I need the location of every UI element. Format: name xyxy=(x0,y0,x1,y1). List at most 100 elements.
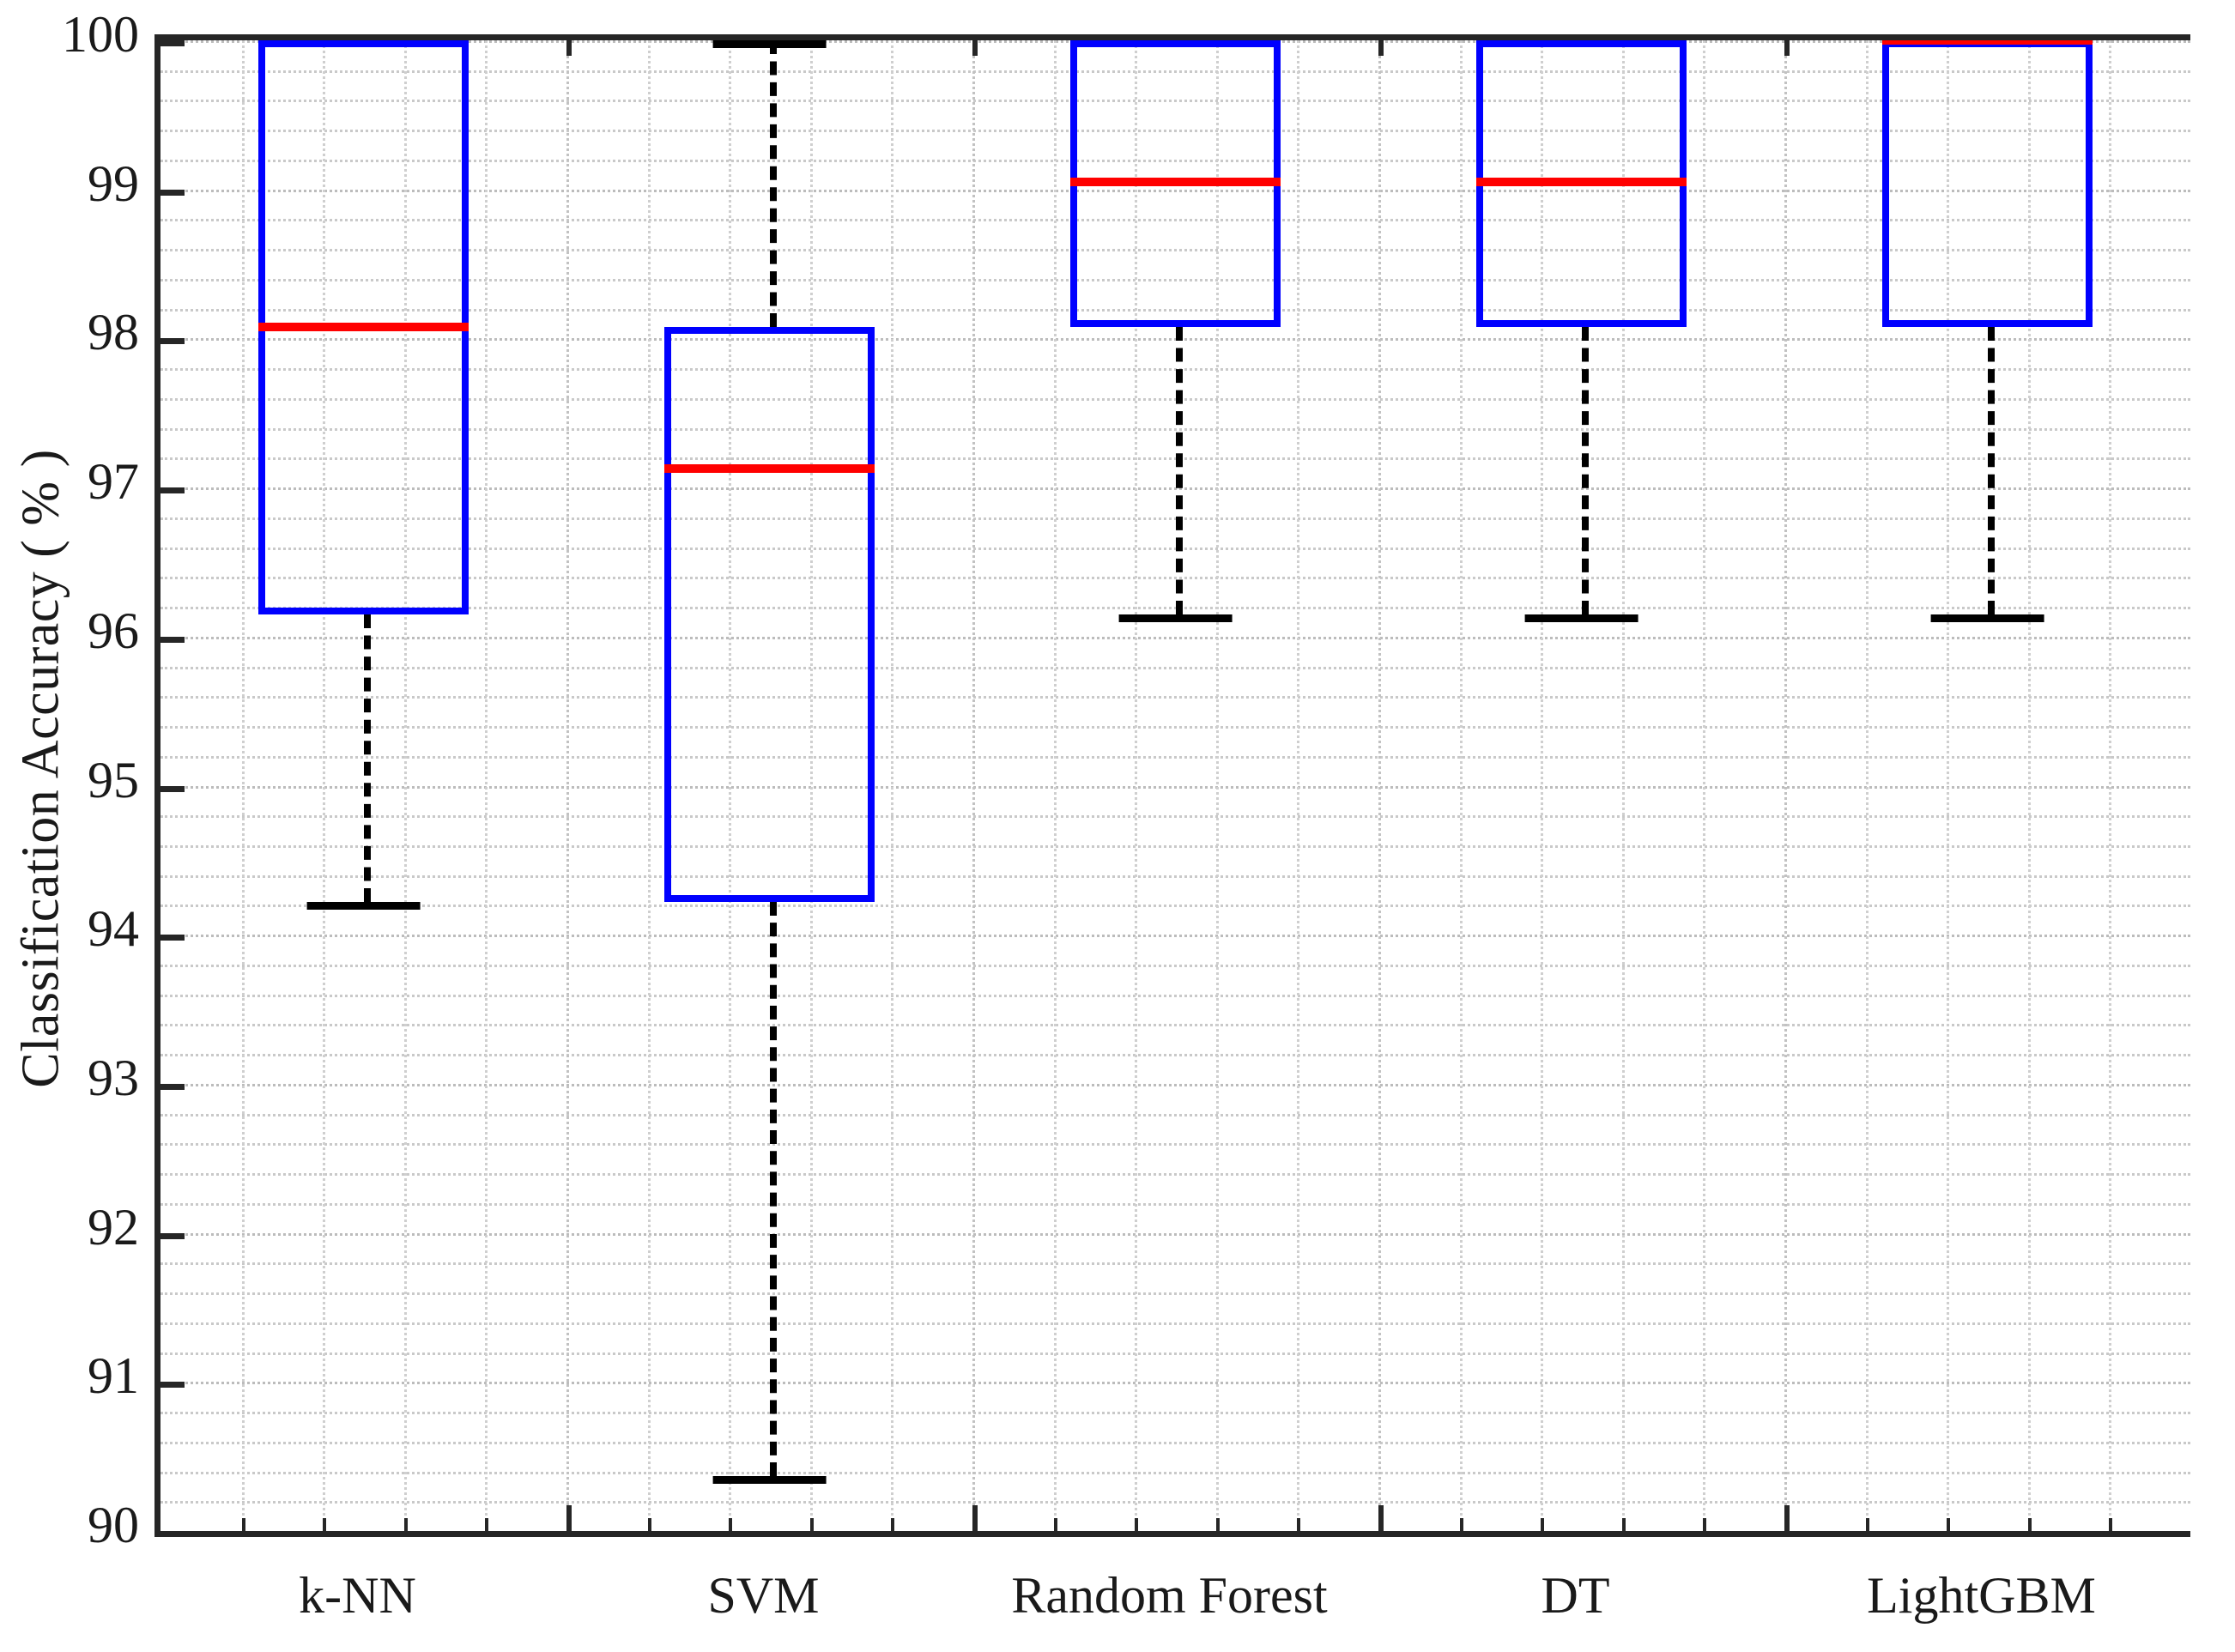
gridline-vertical-minor xyxy=(1459,40,1463,1531)
boxplot-cap-lower xyxy=(1524,614,1638,622)
gridline-horizontal-minor xyxy=(161,815,2190,819)
gridline-horizontal-minor xyxy=(161,844,2190,848)
gridline-horizontal-minor xyxy=(161,755,2190,759)
boxplot-cap-lower xyxy=(1118,614,1233,622)
gridline-horizontal-minor xyxy=(161,666,2190,669)
x-axis-tick-label: Random Forest xyxy=(1011,1567,1328,1624)
gridline-horizontal-major xyxy=(161,935,2190,938)
y-axis-tick xyxy=(161,636,185,643)
x-axis-tick-label: k-NN xyxy=(299,1567,416,1624)
y-axis-tick-label: 95 xyxy=(88,751,139,808)
boxplot-median xyxy=(257,322,469,331)
y-axis-tick-label: 96 xyxy=(88,602,139,659)
gridline-horizontal-major xyxy=(161,1382,2190,1385)
gridline-horizontal-minor xyxy=(161,1322,2190,1325)
boxplot-cap-lower xyxy=(306,901,421,910)
boxplot-whisker-lower xyxy=(769,901,777,1476)
gridline-vertical-minor xyxy=(2109,40,2112,1531)
boxplot-median xyxy=(1475,178,1687,186)
x-axis-tick-minor xyxy=(1053,1518,1057,1531)
gridline-vertical-minor xyxy=(1784,40,1787,1531)
gridline-vertical-minor xyxy=(1053,40,1057,1531)
boxplot-box xyxy=(1881,40,2093,327)
y-axis-tick xyxy=(161,338,185,345)
y-axis-tick-label: 90 xyxy=(88,1497,139,1553)
x-axis-tick-minor xyxy=(2109,1518,2113,1531)
x-axis-tick-minor xyxy=(1621,1518,1626,1531)
gridline-horizontal-minor xyxy=(161,1143,2190,1147)
x-axis-tick-minor xyxy=(729,1518,733,1531)
gridline-horizontal-major xyxy=(161,785,2190,789)
boxplot-cap-lower xyxy=(1930,614,2044,622)
gridline-horizontal-minor xyxy=(161,726,2190,729)
plot-area xyxy=(154,34,2190,1537)
y-axis-tick-label: 93 xyxy=(88,1049,139,1106)
x-axis-tick xyxy=(1784,1505,1790,1531)
x-axis-tick-minor xyxy=(891,1518,895,1531)
x-axis-tick-minor xyxy=(241,1518,245,1531)
x-axis-tick-minor xyxy=(323,1518,327,1531)
gridline-vertical-minor xyxy=(241,40,245,1531)
y-axis-tick-label: 100 xyxy=(62,6,139,63)
x-axis-tick xyxy=(566,1505,572,1531)
gridline-horizontal-minor xyxy=(161,905,2190,908)
gridline-vertical-minor xyxy=(972,40,975,1531)
gridline-horizontal-minor xyxy=(161,1024,2190,1027)
x-axis-tick xyxy=(972,1505,978,1531)
boxplot-cap-upper xyxy=(712,40,827,48)
gridline-horizontal-minor xyxy=(161,696,2190,699)
x-axis-tick-minor xyxy=(1541,1518,1545,1531)
y-axis-tick xyxy=(161,1232,185,1239)
gridline-vertical-minor xyxy=(1703,40,1706,1531)
boxplot-whisker-lower xyxy=(1175,326,1183,614)
gridline-vertical-minor xyxy=(1297,40,1300,1531)
x-axis-tick-label: LightGBM xyxy=(1867,1567,2096,1624)
x-axis-tick-label: SVM xyxy=(707,1567,820,1624)
gridline-vertical-minor xyxy=(1378,40,1381,1531)
gridline-horizontal-major xyxy=(161,1232,2190,1236)
gridline-vertical-minor xyxy=(891,40,894,1531)
y-axis-tick xyxy=(161,935,185,941)
gridline-vertical-major xyxy=(1784,40,1787,1531)
gridline-vertical-major xyxy=(1378,40,1381,1531)
gridline-horizontal-minor xyxy=(161,1113,2190,1116)
gridline-horizontal-minor xyxy=(161,1054,2190,1057)
y-axis-tick xyxy=(161,785,185,792)
plot-inner xyxy=(161,40,2190,1531)
x-axis-tick-minor xyxy=(1865,1518,1869,1531)
gridline-horizontal-minor xyxy=(161,1501,2190,1504)
y-axis-tick xyxy=(161,1382,185,1389)
y-axis-tick-label: 99 xyxy=(88,154,139,212)
gridline-horizontal-minor xyxy=(161,964,2190,967)
gridline-horizontal-minor xyxy=(161,874,2190,878)
y-axis-tick-label: 91 xyxy=(88,1347,139,1405)
gridline-horizontal-minor xyxy=(161,1441,2190,1444)
x-axis-tick-minor xyxy=(809,1518,814,1531)
gridline-horizontal-minor xyxy=(161,1202,2190,1206)
x-axis-tick-label: DT xyxy=(1541,1567,1610,1624)
x-axis-tick-minor xyxy=(1215,1518,1220,1531)
y-axis-tick-label: 97 xyxy=(88,453,139,511)
gridline-horizontal-minor xyxy=(161,1412,2190,1415)
gridline-horizontal-major xyxy=(161,636,2190,639)
x-axis-tick-minor xyxy=(485,1518,489,1531)
x-axis-tick-minor xyxy=(2027,1518,2032,1531)
boxplot-whisker-upper xyxy=(769,40,777,327)
boxplot-median xyxy=(663,463,875,473)
gridline-horizontal-major xyxy=(161,1083,2190,1086)
boxplot-median xyxy=(1881,40,2093,45)
gridline-horizontal-minor xyxy=(161,1262,2190,1266)
x-axis-tick-minor xyxy=(1135,1518,1139,1531)
gridline-horizontal-minor xyxy=(161,1173,2190,1177)
x-axis-tick-minor xyxy=(1297,1518,1301,1531)
y-axis-tick xyxy=(161,40,185,46)
x-axis-tick-top xyxy=(1378,40,1384,56)
y-axis-tick xyxy=(161,487,185,494)
x-axis-tick-minor xyxy=(647,1518,651,1531)
gridline-vertical-minor xyxy=(566,40,569,1531)
gridline-vertical-minor xyxy=(1865,40,1869,1531)
x-axis-tick-minor xyxy=(403,1518,408,1531)
x-axis-tick xyxy=(1378,1505,1384,1531)
x-axis-tick-top xyxy=(566,40,572,56)
